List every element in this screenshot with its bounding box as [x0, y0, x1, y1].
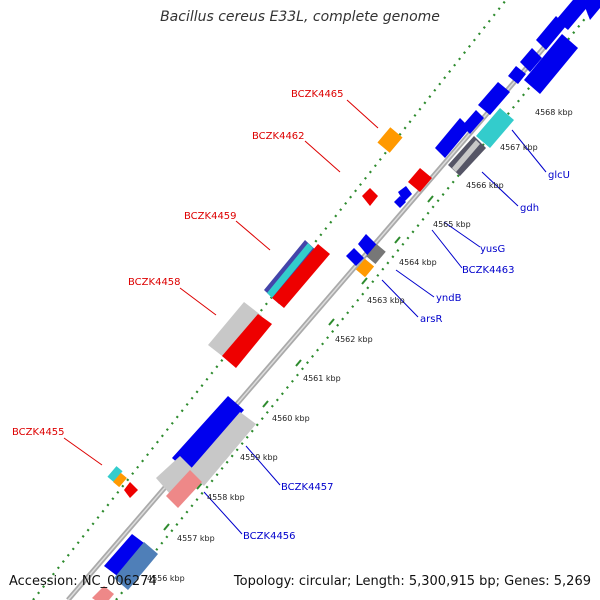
inner-dotted-lane	[115, 0, 600, 600]
gene-label-bczk4462[interactable]: BCZK4462	[252, 131, 305, 142]
gene-arrow[interactable]	[166, 470, 202, 508]
leader-line	[63, 437, 103, 466]
forward-strand-genes	[92, 0, 600, 600]
gene-label-bczk4465[interactable]: BCZK4465	[291, 89, 344, 100]
scale-label: 4556 kbp	[147, 574, 185, 583]
leader-line	[346, 99, 379, 129]
gene-arrow[interactable]	[536, 16, 566, 50]
gene-arrow[interactable]	[452, 140, 480, 172]
leader-line	[511, 129, 547, 173]
reverse-strand-genes	[346, 34, 578, 278]
gene-label-bczk4456[interactable]: BCZK4456	[243, 531, 296, 542]
leader-line	[304, 140, 341, 173]
scale-label: 4568 kbp	[535, 108, 573, 117]
tick-4557	[163, 523, 170, 531]
leader-line	[481, 171, 519, 207]
tick-4562	[328, 318, 335, 326]
map-title: Bacillus cereus E33L, complete genome	[160, 9, 440, 25]
leader-line	[431, 229, 463, 269]
tick-4560	[262, 400, 269, 408]
gene-arrow[interactable]	[104, 534, 148, 578]
scale-label: 4557 kbp	[177, 534, 215, 543]
gene-box[interactable]	[366, 244, 386, 264]
scale-label: 4565 kbp	[433, 220, 471, 229]
gene-arrow[interactable]	[508, 66, 526, 84]
dotted-lanes	[32, 0, 600, 600]
gene-arrow[interactable]	[520, 48, 542, 72]
blue-gene-labels: glcU gdh yusG BCZK4463 yndB arsR BCZK445…	[243, 170, 570, 542]
gene-arrow[interactable]	[188, 412, 256, 486]
tick-4564	[394, 236, 401, 244]
leader-line	[245, 445, 281, 486]
leader-line	[381, 279, 419, 318]
gene-label-glcu[interactable]: glcU	[548, 170, 570, 181]
gene-box[interactable]	[377, 127, 403, 153]
scale-label: 4562 kbp	[335, 335, 373, 344]
leader-line	[235, 220, 271, 251]
gene-label-gdh[interactable]: gdh	[520, 203, 539, 214]
gene-arrow[interactable]	[208, 302, 262, 359]
gene-box[interactable]	[355, 258, 375, 278]
gene-label-bczk4458[interactable]: BCZK4458	[128, 277, 181, 288]
gene-arrow[interactable]	[408, 168, 432, 192]
gene-arrow[interactable]	[556, 0, 590, 30]
gene-label-yndb[interactable]: yndB	[436, 293, 462, 304]
gene-arrow[interactable]	[478, 82, 510, 115]
leader-line	[443, 221, 481, 248]
leader-line	[203, 491, 243, 535]
scale-labels: 4556 kbp 4557 kbp 4558 kbp 4559 kbp 4560…	[147, 108, 573, 583]
gene-arrow[interactable]	[172, 396, 244, 472]
gene-arrow[interactable]	[398, 186, 412, 202]
accession-text: Accession: NC_006274	[9, 574, 157, 589]
gene-arrow[interactable]	[524, 34, 578, 94]
gene-arrow[interactable]	[222, 314, 272, 368]
gene-arrow[interactable]	[92, 586, 114, 600]
gene-arrow[interactable]	[267, 243, 313, 298]
scale-label: 4559 kbp	[240, 453, 278, 462]
scale-label: 4560 kbp	[272, 414, 310, 423]
gene-arrow[interactable]	[476, 108, 514, 148]
gene-label-bczk4455[interactable]: BCZK4455	[12, 427, 65, 438]
scale-label: 4563 kbp	[367, 296, 405, 305]
scale-label: 4558 kbp	[207, 493, 245, 502]
tick-4565	[427, 195, 434, 203]
gene-arrow[interactable]	[124, 482, 138, 498]
scale-label: 4561 kbp	[303, 374, 341, 383]
gene-arrow[interactable]	[156, 456, 192, 494]
gene-label-yusg[interactable]: yusG	[480, 244, 505, 255]
red-gene-labels: BCZK4465 BCZK4462 BCZK4459 BCZK4458 BCZK…	[12, 89, 344, 438]
leader-lines	[63, 99, 547, 535]
gene-arrow[interactable]	[435, 118, 470, 158]
gene-box[interactable]	[107, 466, 123, 482]
tick-4558	[196, 482, 203, 490]
gene-arrow[interactable]	[272, 244, 330, 308]
gene-label-bczk4463[interactable]: BCZK4463	[462, 265, 515, 276]
scale-label: 4564 kbp	[399, 258, 437, 267]
gene-arrow[interactable]	[362, 188, 378, 206]
scale-label: 4566 kbp	[466, 181, 504, 190]
gene-label-bczk4459[interactable]: BCZK4459	[184, 211, 237, 222]
tick-4561	[295, 359, 302, 367]
gene-arrow[interactable]	[346, 248, 364, 266]
gene-label-bczk4457[interactable]: BCZK4457	[281, 482, 334, 493]
leader-line	[395, 269, 435, 298]
genome-summary-text: Topology: circular; Length: 5,300,915 bp…	[233, 574, 591, 589]
gene-arrow[interactable]	[394, 196, 406, 208]
gene-arrow[interactable]	[114, 542, 158, 590]
gene-box[interactable]	[113, 472, 127, 488]
tick-4563	[361, 277, 368, 285]
scale-label: 4567 kbp	[500, 143, 538, 152]
leader-line	[179, 287, 217, 316]
gene-label-arsr[interactable]: arsR	[420, 314, 442, 325]
